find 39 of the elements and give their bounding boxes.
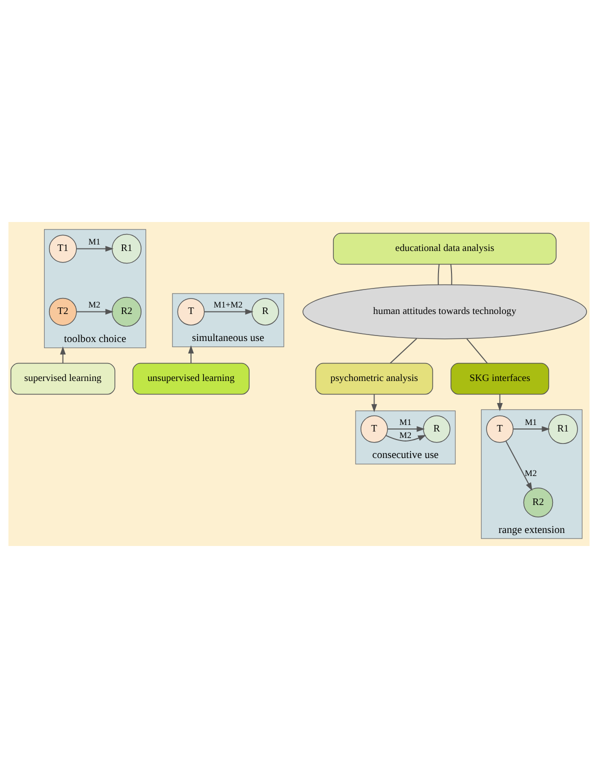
arrow [76,308,114,314]
edge-label: M2 [524,467,537,478]
arrow [371,393,378,412]
connector [390,338,418,364]
arrow [505,440,532,490]
node-circle: R [252,298,279,325]
node-circle: R1 [548,414,578,444]
edge-label: M2 [88,299,100,310]
node-circle: T1 [48,234,77,262]
edge-label: M1 [88,236,100,246]
connector [466,338,488,364]
connector [438,263,440,285]
node-circle: R2 [112,296,142,326]
node-circle: T [177,298,205,325]
node-box: supervised learning [10,362,116,394]
node-circle: R2 [523,487,554,517]
node-ellipse: human attitudes towards technology [302,284,587,339]
node-circle: R [423,414,450,442]
arrow [204,308,254,314]
node-circle: R1 [112,233,142,264]
arrow [387,426,425,432]
node-box: educational data analysis [332,232,557,264]
arrow [496,393,503,411]
node-box: psychometric analysis [315,362,434,394]
arrow [386,434,426,442]
edge-label: M1 [399,416,412,426]
node-box: unsupervised learning [132,362,250,394]
node-box: SKG interfaces [450,362,550,394]
node-circle: T [360,414,388,442]
edge-label: M1 [524,416,537,426]
node-circle: T2 [48,297,77,326]
connector [450,263,452,285]
arrow [512,426,550,432]
edge-label: M2 [399,429,412,440]
node-circle: T [486,414,514,442]
arrow [60,346,66,364]
arrow [188,344,194,364]
edge-label: M1+M2 [214,299,243,310]
arrow [76,245,114,252]
